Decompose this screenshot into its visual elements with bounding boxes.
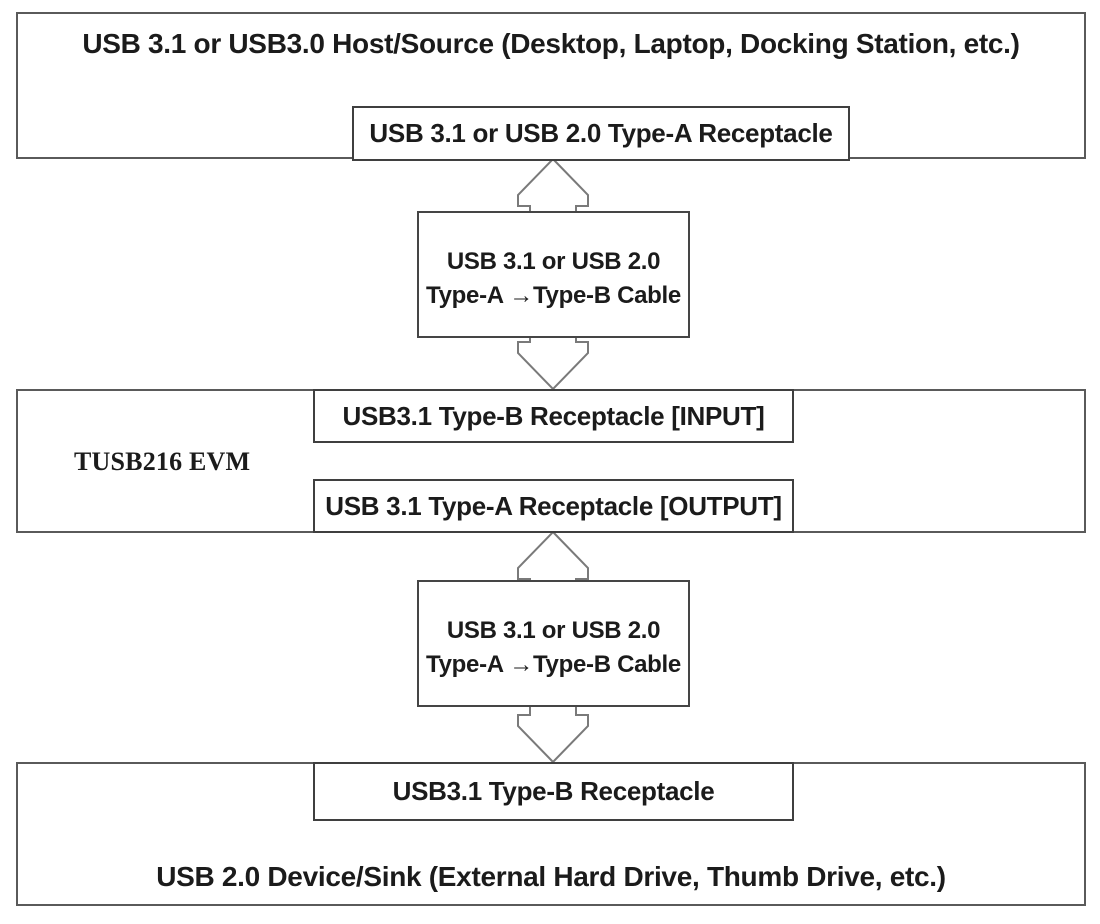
usb-cable-box-bottom: USB 3.1 or USB 2.0 Type-A →Type-B Cable [417,580,690,707]
cable-top-line1: USB 3.1 or USB 2.0 [446,248,661,275]
evm-output-receptacle-box: USB 3.1 Type-A Receptacle [OUTPUT] [313,479,794,533]
host-type-a-receptacle-box: USB 3.1 or USB 2.0 Type-A Receptacle [352,106,850,161]
evm-input-receptacle-label: USB3.1 Type-B Receptacle [INPUT] [342,400,765,431]
tusb216-evm-label: TUSB216 EVM [74,447,251,476]
host-type-a-receptacle-label: USB 3.1 or USB 2.0 Type-A Receptacle [369,118,833,148]
device-type-b-receptacle-label: USB3.1 Type-B Receptacle [392,776,715,806]
device-type-b-receptacle-box: USB3.1 Type-B Receptacle [313,762,794,821]
evm-input-receptacle-box: USB3.1 Type-B Receptacle [INPUT] [313,389,794,443]
cable-bottom-line1: USB 3.1 or USB 2.0 [446,617,661,644]
evm-output-receptacle-label: USB 3.1 Type-A Receptacle [OUTPUT] [325,490,782,521]
cable-top-line2: Type-A →Type-B Cable [426,282,681,309]
usb-cable-box-top: USB 3.1 or USB 2.0 Type-A →Type-B Cable [417,211,690,338]
cable-bottom-line2: Type-A →Type-B Cable [426,651,681,678]
host-source-title: USB 3.1 or USB3.0 Host/Source (Desktop, … [82,28,1020,59]
device-sink-title: USB 2.0 Device/Sink (External Hard Drive… [156,861,946,892]
